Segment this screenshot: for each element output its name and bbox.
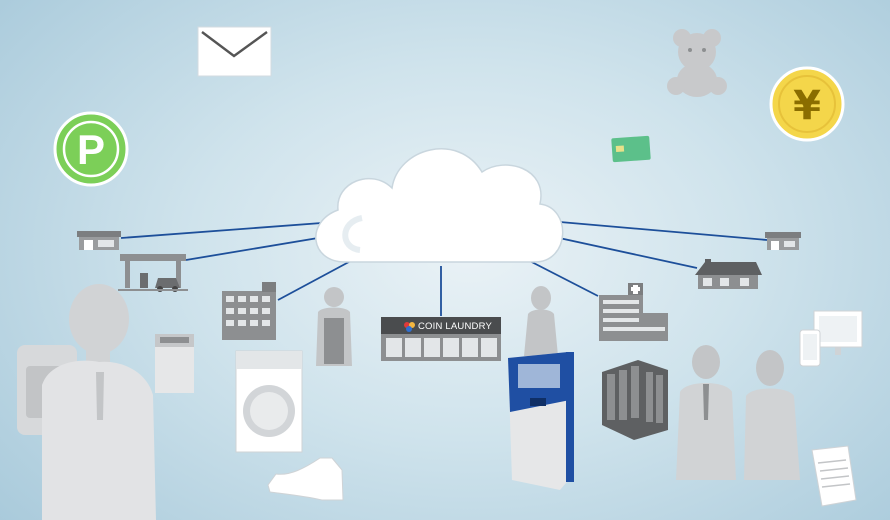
- gas-station: [118, 254, 188, 292]
- point-symbol: P: [77, 126, 105, 173]
- credit-card-icon: [611, 135, 651, 163]
- store-sign: COIN LAUNDRY: [418, 321, 492, 332]
- top-load-washer-icon: [155, 334, 194, 393]
- businessman-figure: [676, 345, 736, 480]
- young-man-figure: [42, 284, 156, 520]
- cloud-icon: [315, 148, 564, 263]
- yen-coin-icon: ¥: [769, 66, 845, 142]
- teddy-bear-icon: [667, 29, 727, 97]
- coin-laundry-store: COIN LAUNDRY: [381, 317, 501, 361]
- convenience-store-left: [77, 231, 121, 250]
- woman-figure: [524, 286, 558, 356]
- sneaker-icon: [267, 457, 344, 501]
- businesswoman-figure: [744, 350, 800, 480]
- yen-symbol: ¥: [793, 83, 821, 129]
- apron-worker-figure: [316, 287, 352, 366]
- network-connectors: [120, 221, 768, 316]
- point-coin-icon: P: [53, 111, 129, 187]
- hospital-building: [599, 283, 668, 341]
- desktop-monitor-icon: [813, 310, 863, 355]
- receipt-icon: [811, 445, 857, 507]
- washing-machine-icon: [235, 350, 303, 453]
- office-building: [222, 282, 276, 340]
- house-building: [695, 259, 762, 289]
- smartphone-icon: [799, 329, 821, 367]
- convenience-store-right: [765, 232, 801, 250]
- server-rack-icon: [602, 360, 668, 440]
- mail-icon: [197, 26, 272, 77]
- payment-kiosk: [508, 352, 574, 490]
